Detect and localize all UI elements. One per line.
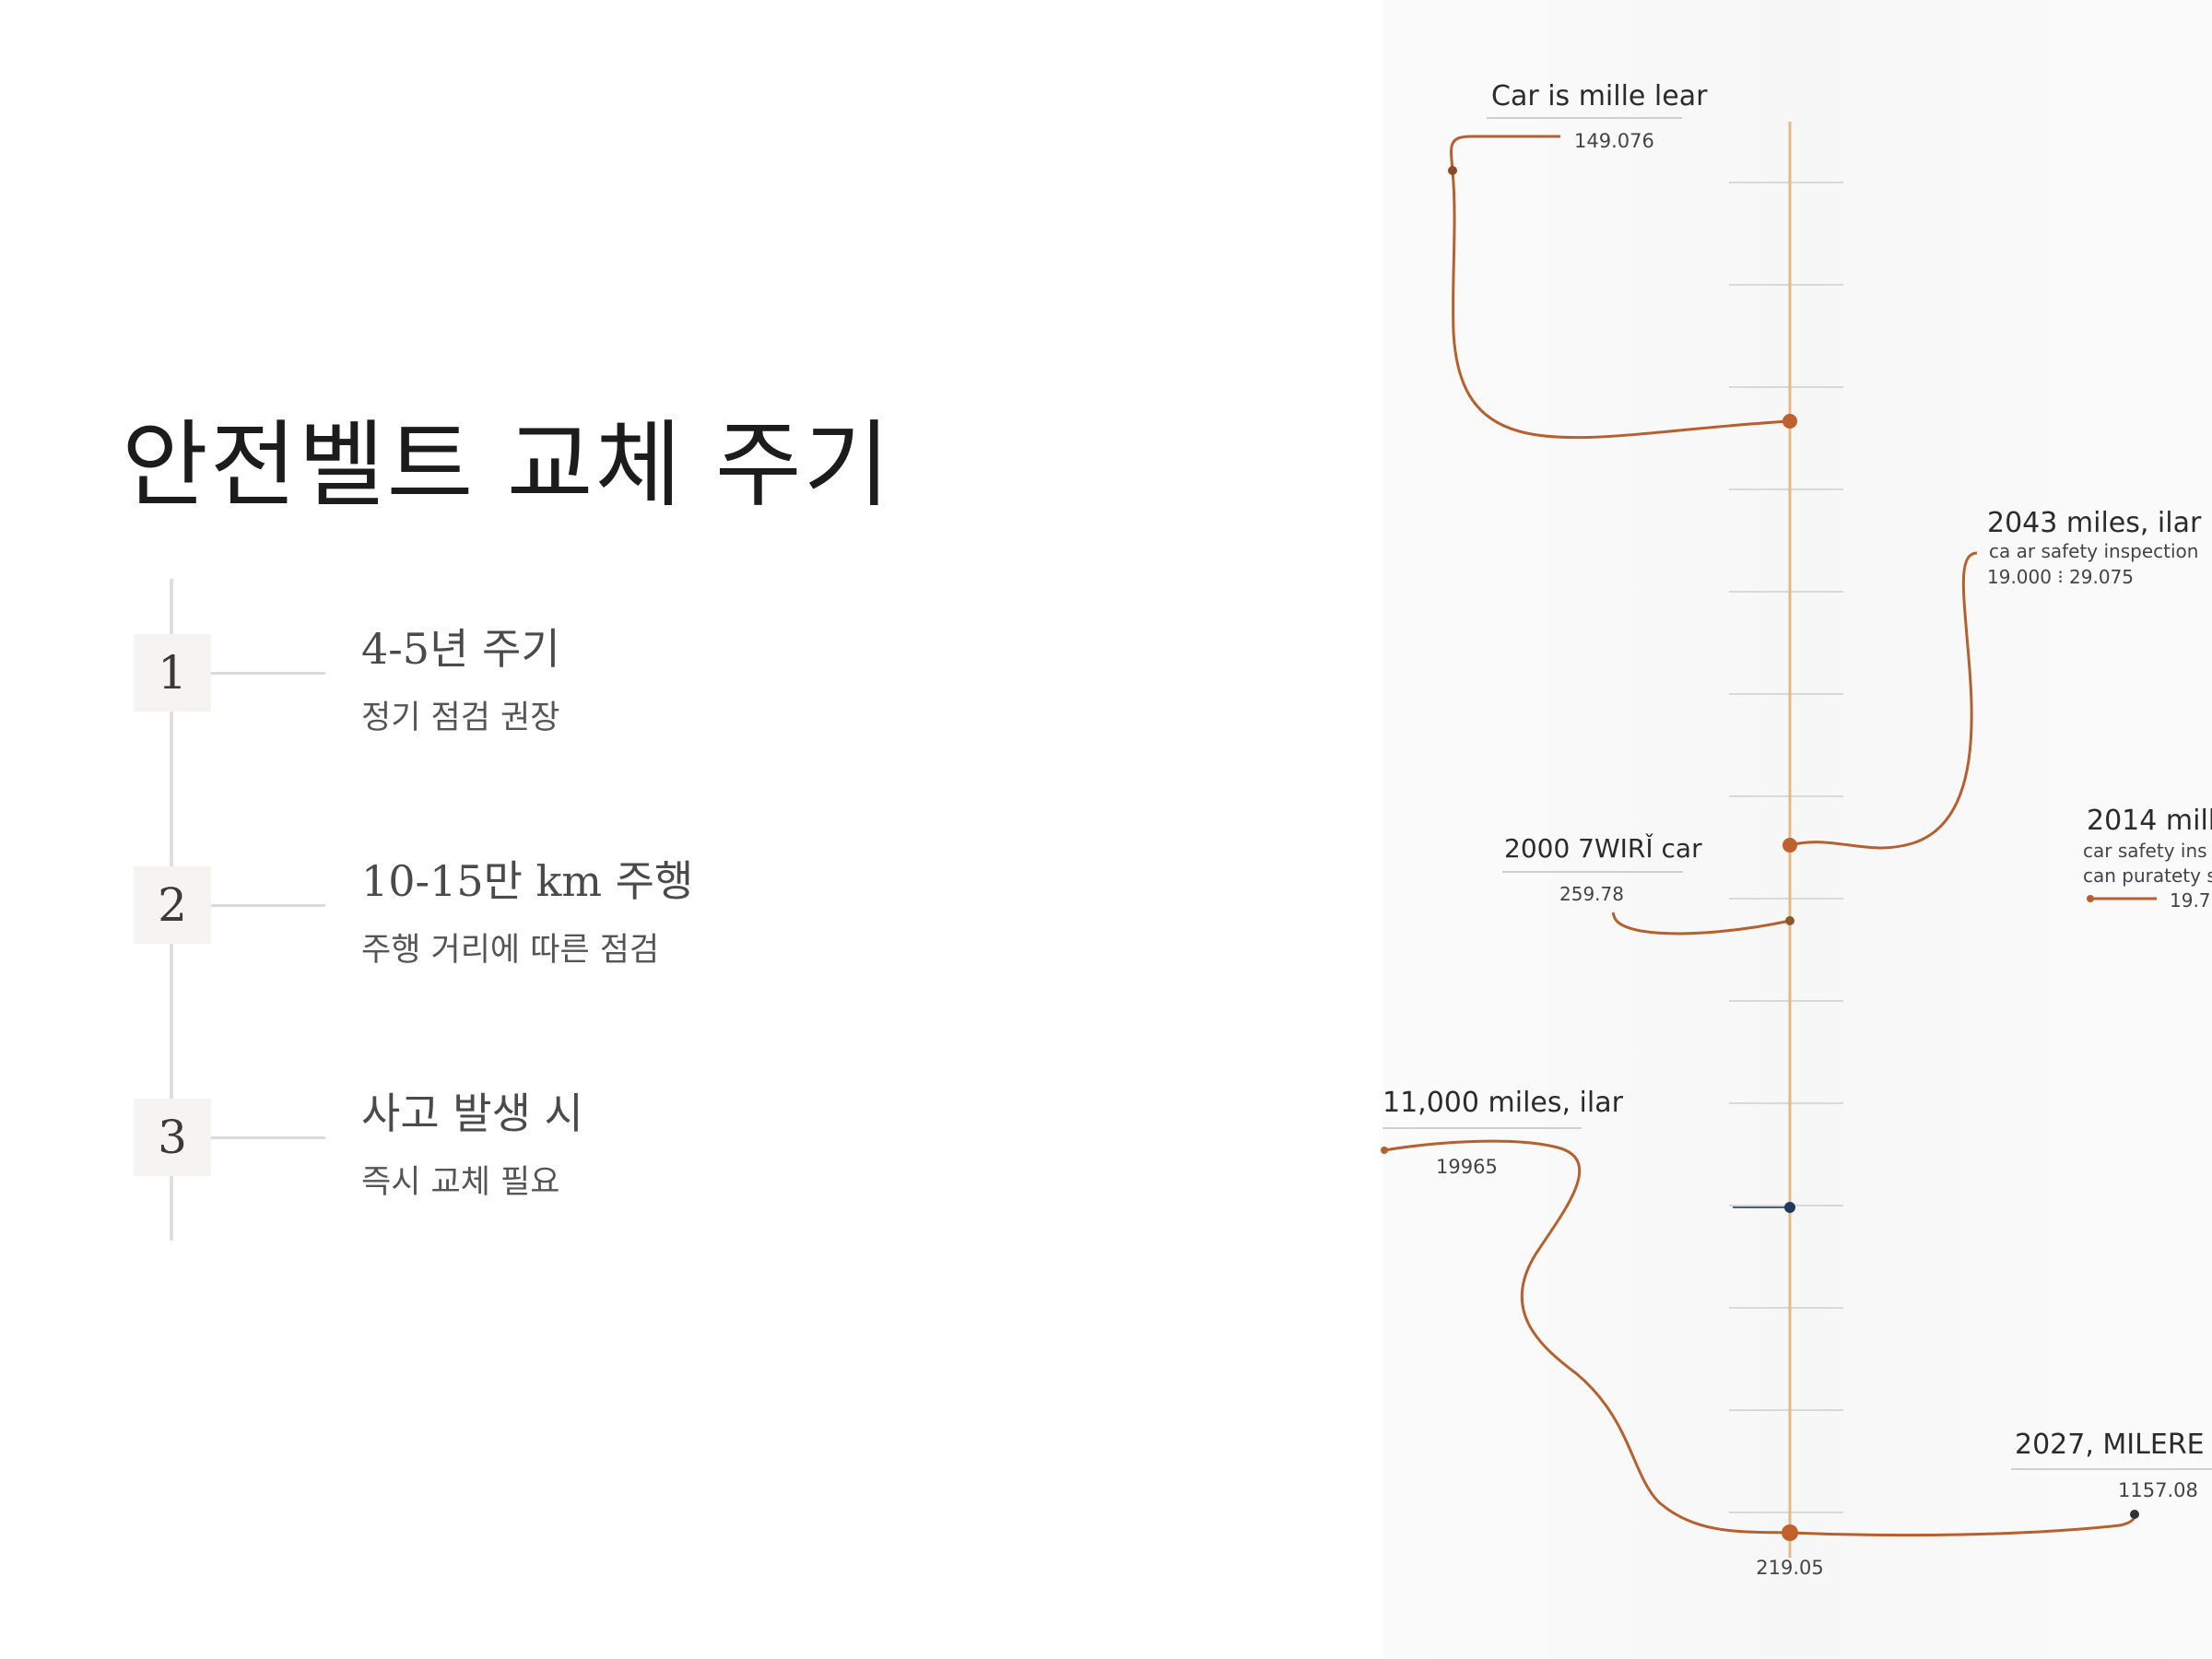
callout-right-upper-value: 19.000 ⁝ 29.075 [1987,566,2134,588]
curve-bottom-right [1789,1512,2137,1537]
axis-bottom-label: 219.05 [1756,1557,1823,1579]
callout-bottom-right-title: 2027, MILERE c [2015,1429,2212,1461]
diagram-panel [1382,0,2212,1659]
step-3: 3 사고 발생 시 즉시 교체 필요 [0,1080,830,1209]
curve-right-upper [1789,551,1978,850]
callout-top-left-title: Car is mille lear [1491,80,1708,112]
step-2-description: 주행 거리에 따른 점검 [361,932,660,969]
step-2-connector [211,904,325,907]
callout-right-middle-line-1: car safety ins [2083,840,2207,862]
callout-bottom-right-value: 1157.08 [2118,1479,2198,1501]
step-2-number: 2 [134,866,211,944]
callout-middle-left-value: 259.78 [1559,883,1624,905]
axis-node-navy [1784,1202,1795,1213]
curve-end-bottom-right [2130,1510,2139,1519]
callout-right-middle-title: 2014 milla [2087,805,2212,837]
callout-right-middle-value: 19.7 [2170,889,2211,912]
step-3-description: 즉시 교체 필요 [361,1164,560,1201]
step-3-number: 3 [134,1099,211,1176]
axis-ticks [1729,182,1843,1513]
callout-right-middle-line-2: can puratety s [2083,865,2212,887]
step-1-number: 1 [134,634,211,712]
axis-node-2 [1783,838,1797,853]
callout-top-left-value: 149.076 [1574,130,1654,152]
curve-middle-left [1611,912,1791,935]
curve-end-lower-left [1381,1147,1388,1154]
curve-lower-left [1383,1139,1791,1535]
step-1-heading: 4-5년 주기 [361,624,560,674]
axis-node-bottom [1782,1524,1798,1541]
curve-end-top-left [1448,166,1457,175]
curve-end-right-middle [2087,895,2094,902]
step-1-connector [211,672,325,675]
step-1-description: 정기 점검 권장 [361,700,560,736]
callout-right-upper-line-1: ca ar safety inspection [1989,540,2198,562]
step-2: 2 10-15만 km 주행 주행 거리에 따른 점검 [0,848,830,977]
curve-top-left [1450,135,1791,440]
callout-lower-left-value: 19965 [1436,1156,1498,1178]
step-2-heading: 10-15만 km 주행 [361,856,694,906]
callout-right-upper-title: 2043 miles, ilar [1987,507,2202,539]
page-title: 안전벨트 교체 주기 [122,411,892,521]
callout-lower-left-title: 11,000 miles, ilar [1382,1087,1624,1119]
axis-node-1 [1783,414,1797,429]
step-3-connector [211,1136,325,1139]
step-3-heading: 사고 발생 시 [361,1088,583,1138]
step-1: 1 4-5년 주기 정기 점검 권장 [0,616,830,745]
callout-middle-left-title: 2000 7WIRǏ car [1504,832,1702,864]
axis-node-3 [1785,916,1794,925]
